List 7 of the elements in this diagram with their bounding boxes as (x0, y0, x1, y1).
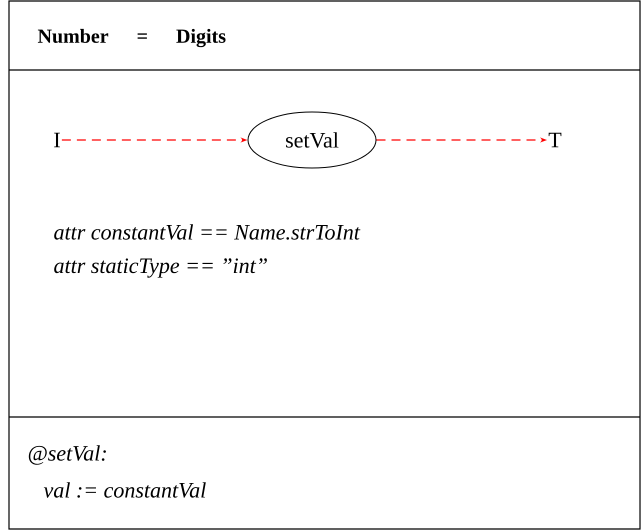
title: Number = Digits (38, 28, 226, 48)
state-label: T (548, 132, 562, 148)
attribute-rule: attr constantVal == Name.strToInt (54, 224, 360, 240)
rule-statement: val := constantVal (44, 482, 206, 498)
state-label: I (54, 132, 60, 148)
attribute-rule: attr staticType == ”int” (54, 258, 267, 278)
rule-heading: @setVal: (28, 445, 106, 465)
